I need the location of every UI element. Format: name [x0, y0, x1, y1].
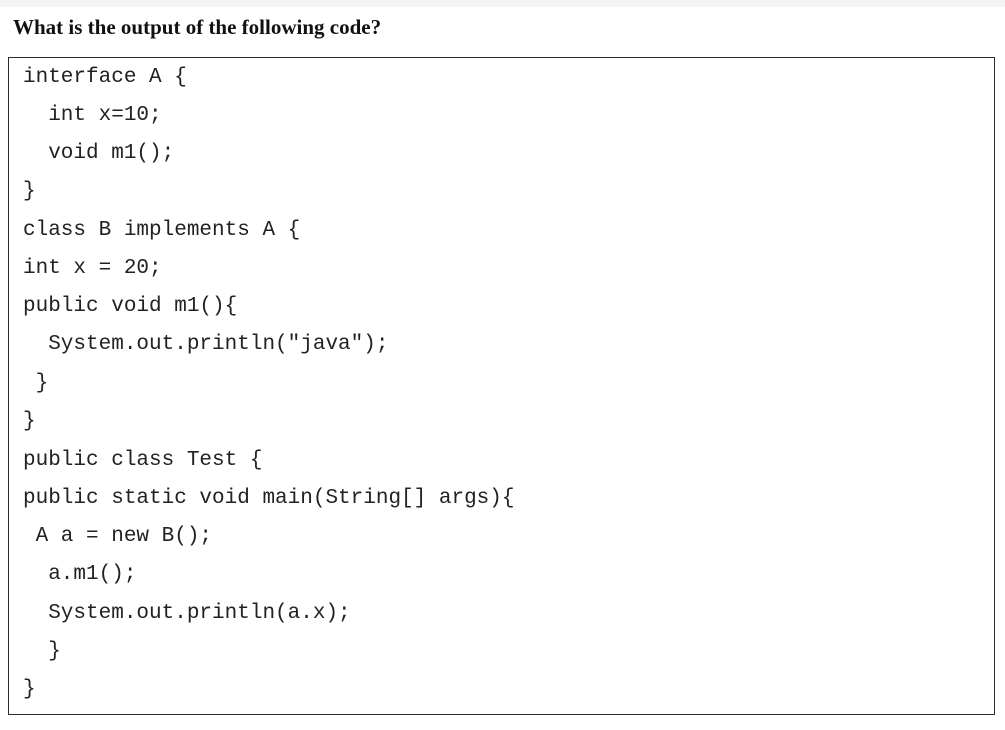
top-strip — [0, 0, 1005, 7]
code-line-3: void m1(); — [23, 142, 175, 165]
code-line-16: } — [23, 640, 61, 663]
code-line-2: int x=10; — [23, 104, 162, 127]
code-line-17: } — [23, 678, 36, 701]
code-line-5: class B implements A { — [23, 219, 301, 242]
code-line-8: System.out.println("java"); — [23, 333, 389, 356]
code-line-7: public void m1(){ — [23, 295, 238, 318]
code-line-11: public class Test { — [23, 449, 263, 472]
code-line-9: } — [23, 372, 49, 395]
code-line-15: System.out.println(a.x); — [23, 602, 351, 625]
code-line-4: } — [23, 180, 36, 203]
code-line-10: } — [23, 410, 36, 433]
code-block: interface A { int x=10; void m1(); } cla… — [8, 57, 995, 715]
code-line-14: a.m1(); — [23, 563, 137, 586]
code-line-12: public static void main(String[] args){ — [23, 487, 515, 510]
question-title: What is the output of the following code… — [13, 15, 382, 39]
code-line-1: interface A { — [23, 66, 187, 89]
code-line-13: A a = new B(); — [23, 525, 213, 548]
code-line-6: int x = 20; — [23, 257, 162, 280]
